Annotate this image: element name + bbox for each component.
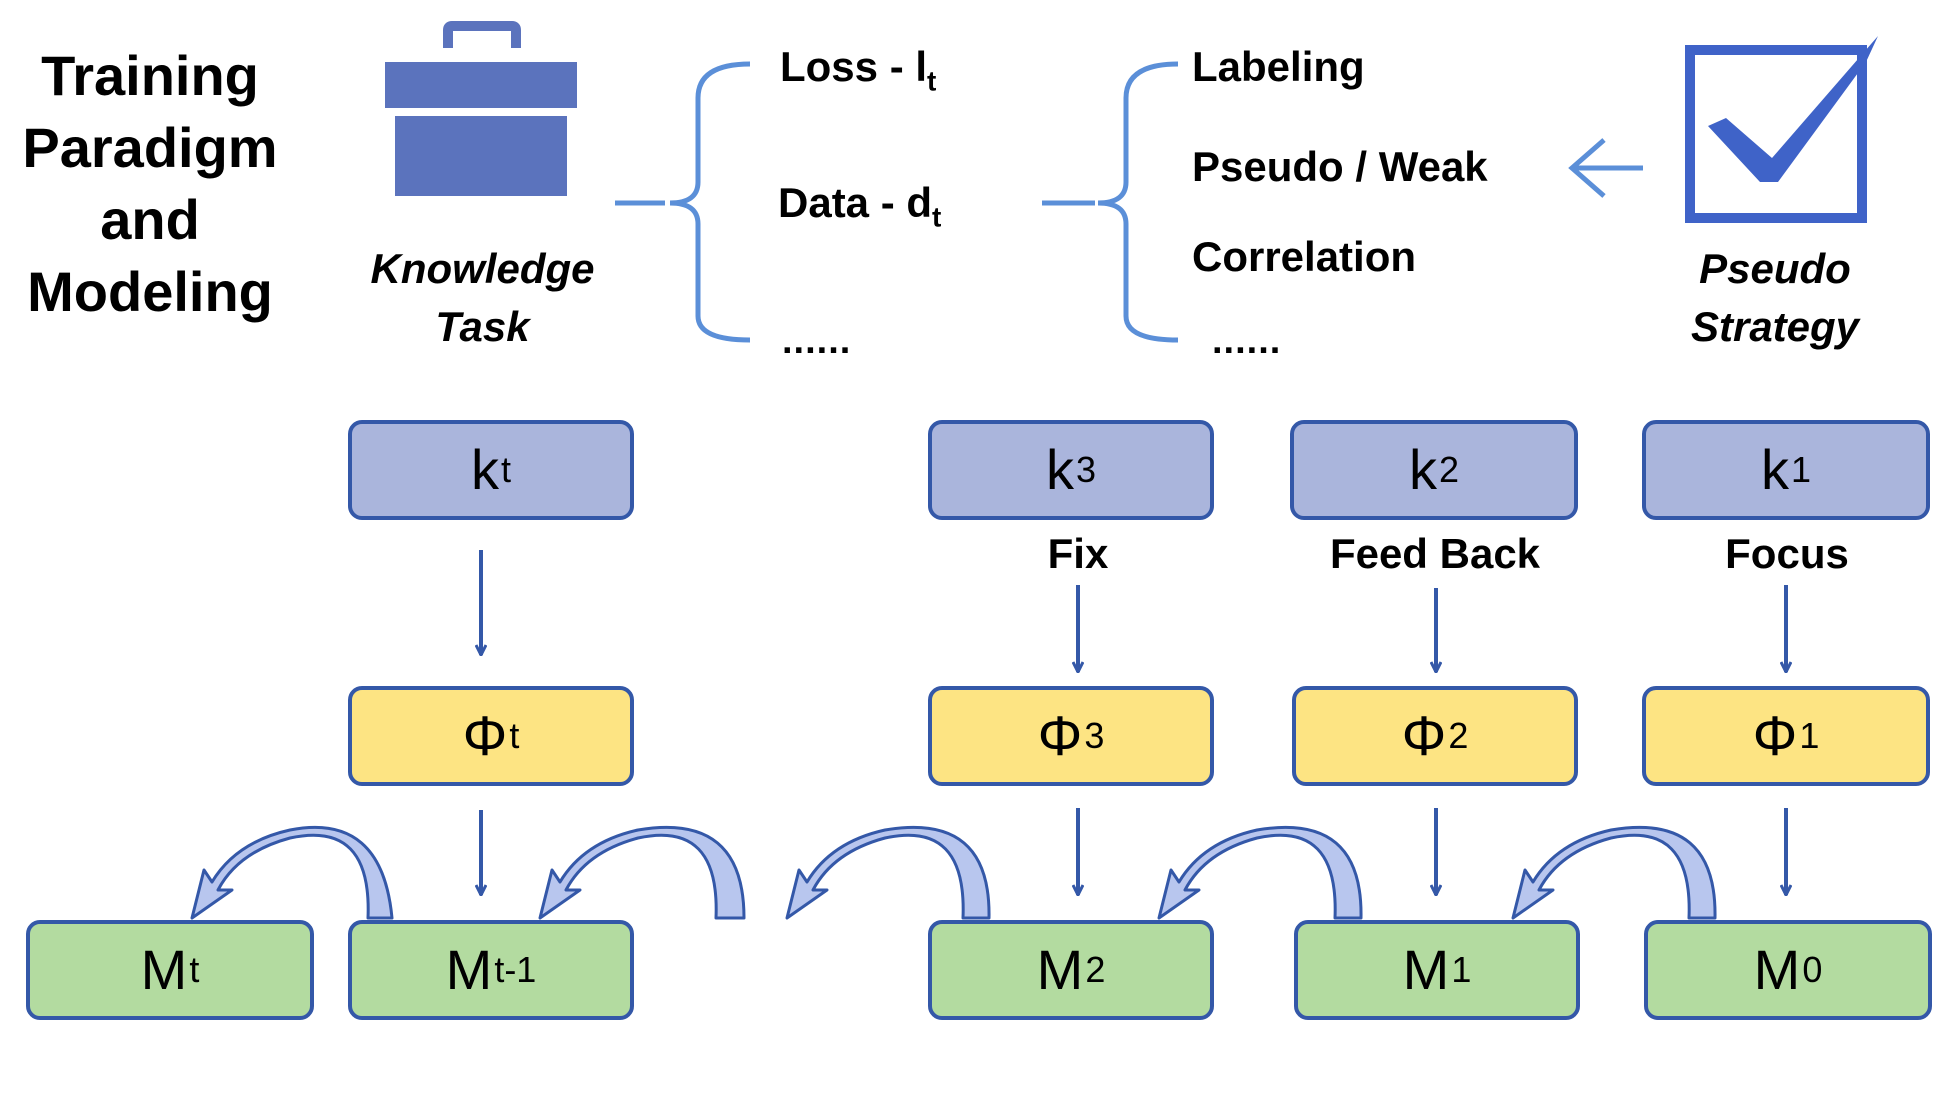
knowledge-task-caption: Knowledge Task xyxy=(340,240,625,356)
data-item-pseudo-weak: Pseudo / Weak xyxy=(1192,143,1488,190)
toolbox-icon xyxy=(385,21,577,196)
diagram-title: Training Paradigm and Modeling xyxy=(0,40,300,328)
title-line-1: Training xyxy=(41,44,259,107)
title-line-2: Paradigm xyxy=(22,116,278,179)
data-item-labeling: Labeling xyxy=(1192,43,1365,90)
knowledge-task-line-2: Task xyxy=(435,303,530,350)
pseudo-strategy-line-1: Pseudo xyxy=(1699,245,1851,292)
data-item-more: ...... xyxy=(1212,320,1282,362)
step-label-focus: Focus xyxy=(1725,530,1849,577)
step-label-fix: Fix xyxy=(1047,530,1109,577)
pseudo-arrow xyxy=(1568,138,1643,198)
step-label-feed-back: Feed Back xyxy=(1329,530,1541,577)
pseudo-strategy-caption: Pseudo Strategy xyxy=(1660,240,1890,356)
task-item-loss: Loss - lt xyxy=(780,43,937,97)
title-line-4: Modeling xyxy=(27,260,273,323)
pseudo-strategy-line-2: Strategy xyxy=(1690,303,1860,350)
knowledge-task-line-1: Knowledge xyxy=(370,245,595,292)
title-line-3: and xyxy=(100,188,200,251)
flow-arrows xyxy=(481,550,1786,895)
task-item-more: ...... xyxy=(782,320,852,362)
task-item-data: Data - dt xyxy=(778,179,942,233)
data-bracket xyxy=(1042,61,1179,343)
model-update-arrows xyxy=(190,825,1717,920)
task-bracket xyxy=(615,61,751,343)
checkbox-checked-icon xyxy=(1685,36,1878,223)
data-item-correlation: Correlation xyxy=(1192,233,1417,280)
